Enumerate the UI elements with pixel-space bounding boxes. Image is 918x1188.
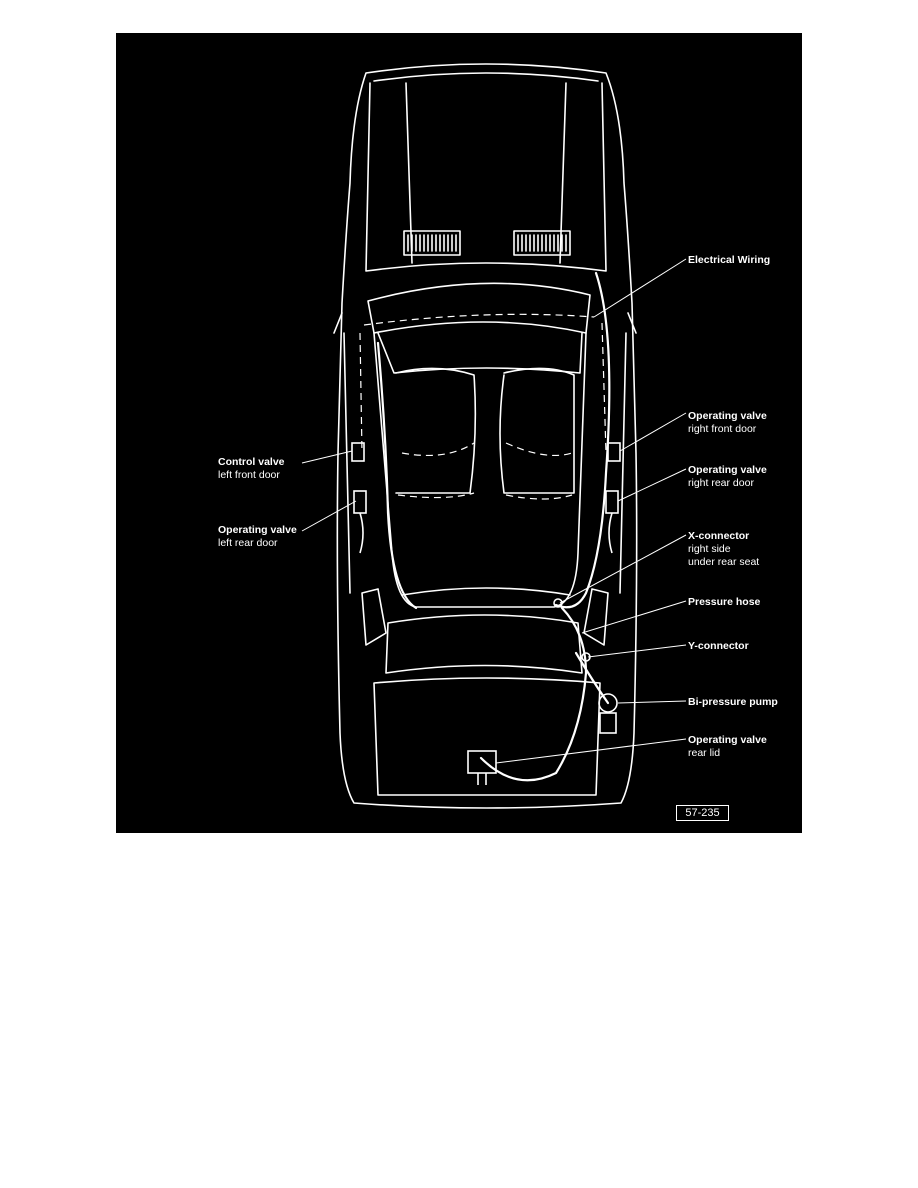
- left-vent: [403, 230, 461, 256]
- figure-number: 57-235: [676, 805, 729, 821]
- car-top-view-drawing: [301, 63, 687, 809]
- electrical-wiring-label: Electrical Wiring: [688, 254, 771, 266]
- y-connector-label: Y-connector: [688, 640, 749, 652]
- x-connector-icon: [553, 598, 563, 608]
- operating-valve-right-rear-icon: [605, 490, 619, 514]
- car-body-outline: [336, 63, 638, 809]
- x-connector-label: X-connector right side under rear seat: [688, 530, 760, 568]
- car-diagram-panel: Electrical Wiring Operating valve right …: [116, 33, 802, 833]
- operating-valve-right-front-label: Operating valve right front door: [688, 410, 767, 435]
- operating-valve-rear-lid-label: Operating valve rear lid: [688, 734, 767, 759]
- operating-valve-left-rear-icon: [353, 490, 367, 514]
- operating-valve-right-rear-label: Operating valve right rear door: [688, 464, 767, 489]
- right-vent: [513, 230, 571, 256]
- pressure-hose-label: Pressure hose: [688, 596, 761, 608]
- windshield: [367, 282, 591, 334]
- hood-outline: [365, 82, 607, 272]
- bi-pressure-pump-icon: [598, 693, 618, 713]
- operating-valve-right-front-icon: [607, 442, 621, 462]
- pressure-hose-rear: [479, 606, 588, 782]
- operating-valve-rear-lid-icon: [467, 750, 497, 774]
- roof-outline: [377, 332, 583, 374]
- rear-window: [385, 614, 583, 674]
- front-right-seat: [499, 367, 575, 494]
- rear-seat: [401, 587, 571, 596]
- electrical-wiring-line: [363, 313, 595, 326]
- control-valve-left-front-label: Control valve left front door: [218, 456, 285, 481]
- bi-pressure-pump-label: Bi-pressure pump: [688, 696, 778, 708]
- trunk-lid: [373, 677, 601, 796]
- pressure-hose-right: [554, 271, 611, 609]
- front-left-seat: [395, 367, 477, 494]
- control-valve-left-front-icon: [351, 442, 365, 462]
- pressure-hose-left: [376, 341, 418, 610]
- operating-valve-left-rear-label: Operating valve left rear door: [218, 524, 297, 549]
